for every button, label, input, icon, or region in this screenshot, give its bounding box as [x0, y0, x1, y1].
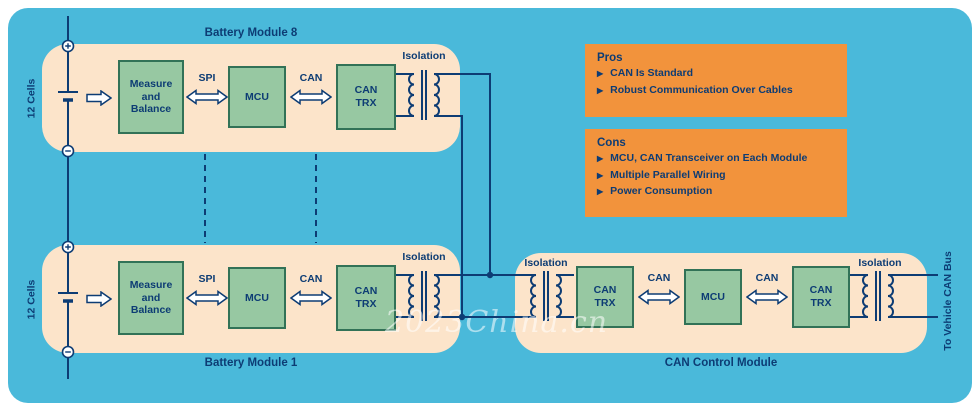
double-arrow-icon	[186, 290, 228, 306]
cons-item-text: Multiple Parallel Wiring	[610, 168, 726, 181]
cons-title: Cons	[597, 137, 626, 149]
spi-bus-label-m1: SPI	[198, 273, 216, 285]
cons-item: ▶ Multiple Parallel Wiring	[597, 169, 835, 183]
pros-item: ▶ CAN Is Standard	[597, 67, 835, 81]
cons-item: ▶ MCU, CAN Transceiver on Each Module	[597, 152, 835, 166]
watermark: 2023China.cn	[385, 305, 609, 340]
cons-callout: Cons ▶ MCU, CAN Transceiver on Each Modu…	[585, 129, 847, 217]
can-bus-label-m1: CAN	[299, 273, 323, 285]
isolation-transformer-icon	[396, 70, 452, 120]
battery-module-1-title: Battery Module 1	[204, 357, 298, 369]
double-arrow-icon	[638, 289, 680, 305]
isolation-transformer-icon	[396, 271, 452, 321]
bullet-arrow-icon: ▶	[597, 187, 604, 197]
can-trx-block-control-left: CAN TRX	[576, 266, 634, 328]
double-arrow-icon	[290, 290, 332, 306]
mcu-block-m8: MCU	[228, 66, 286, 128]
bullet-arrow-icon: ▶	[597, 170, 604, 180]
battery-module-8-title: Battery Module 8	[204, 27, 298, 39]
isolation-label-m8: Isolation	[402, 50, 446, 62]
cons-item-text: MCU, CAN Transceiver on Each Module	[610, 152, 808, 164]
battery-module-1-cells-label: 12 Cells	[25, 279, 38, 320]
bullet-arrow-icon: ▶	[597, 85, 604, 95]
measure-balance-block-m1: Measure and Balance	[118, 261, 184, 335]
can-trx-block-m1: CAN TRX	[336, 265, 396, 331]
pros-title: Pros	[597, 52, 623, 64]
cons-item: ▶ Power Consumption	[597, 185, 835, 199]
mcu-block-control: MCU	[684, 269, 742, 325]
pros-item-text: Robust Communication Over Cables	[610, 83, 793, 96]
mcu-block-m1: MCU	[228, 267, 286, 329]
flow-arrow-icon	[86, 291, 112, 307]
measure-balance-block-m8: Measure and Balance	[118, 60, 184, 134]
isolation-label-control-left: Isolation	[524, 257, 568, 269]
spi-bus-label-m8: SPI	[198, 72, 216, 84]
flow-arrow-icon	[86, 90, 112, 106]
can-bus-label-control-right: CAN	[755, 272, 779, 284]
vehicle-can-bus-label: To Vehicle CAN Bus	[942, 251, 954, 351]
isolation-label-m1: Isolation	[402, 251, 446, 263]
bullet-arrow-icon: ▶	[597, 154, 604, 163]
cons-item-text: Power Consumption	[610, 185, 713, 198]
can-bus-label-control-left: CAN	[647, 272, 671, 284]
can-trx-block-m8: CAN TRX	[336, 64, 396, 130]
can-trx-block-control-right: CAN TRX	[792, 266, 850, 328]
double-arrow-icon	[290, 89, 332, 105]
battery-module-8-cells-label: 12 Cells	[25, 78, 38, 119]
double-arrow-icon	[746, 289, 788, 305]
can-bus-label-m8: CAN	[299, 72, 323, 84]
isolation-label-control-right: Isolation	[858, 257, 902, 269]
pros-item-text: CAN Is Standard	[610, 67, 694, 79]
isolation-transformer-icon	[518, 271, 574, 321]
double-arrow-icon	[186, 89, 228, 105]
can-control-module-title: CAN Control Module	[664, 357, 778, 369]
pros-item: ▶ Robust Communication Over Cables	[597, 84, 835, 98]
pros-callout: Pros ▶ CAN Is Standard ▶ Robust Communic…	[585, 44, 847, 117]
bullet-arrow-icon: ▶	[597, 69, 604, 78]
isolation-transformer-icon	[850, 271, 906, 321]
